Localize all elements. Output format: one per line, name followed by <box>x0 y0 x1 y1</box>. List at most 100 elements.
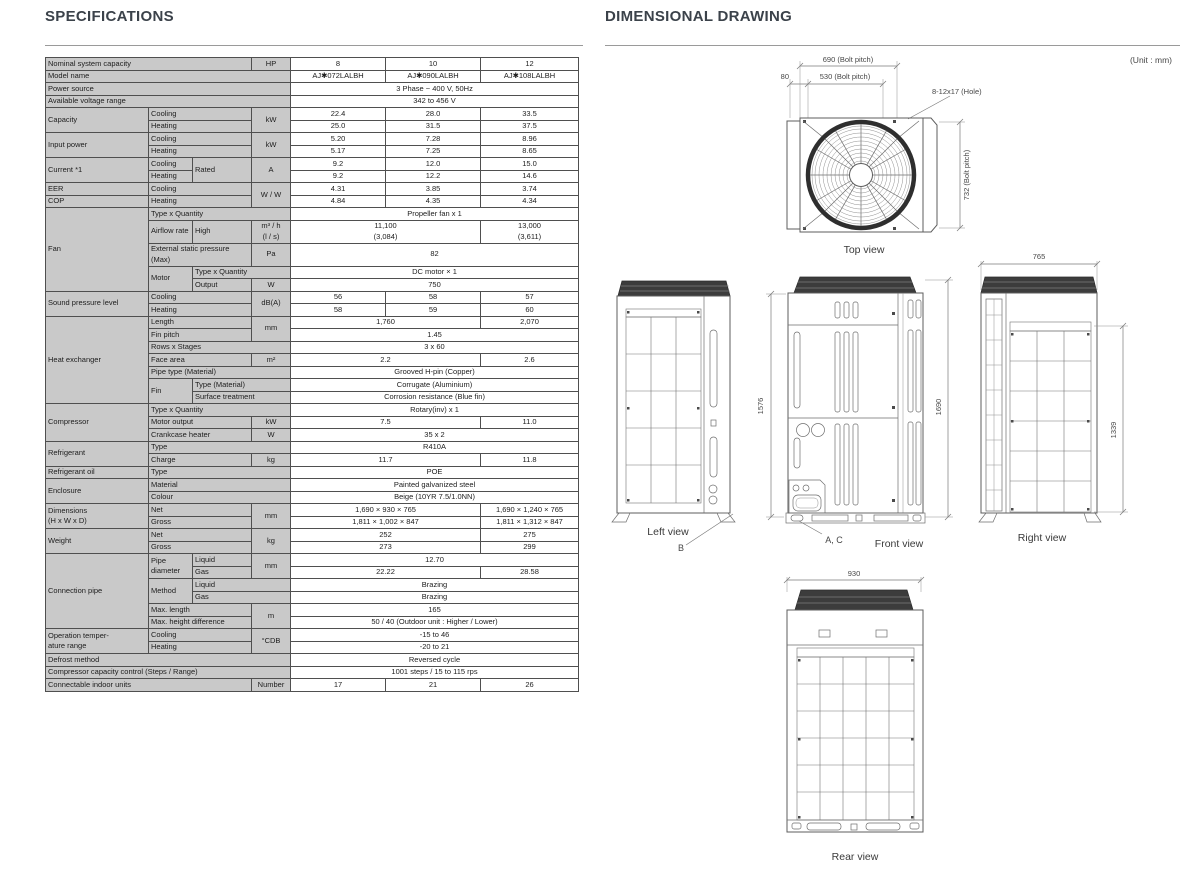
spec-value-cell: 8 <box>290 57 387 71</box>
spec-label-cell: Fin pitch <box>147 328 253 342</box>
dim-732-label: 732 (Bolt pitch) <box>962 149 971 200</box>
spec-value-cell: POE <box>290 465 580 479</box>
dim-80-label: 80 <box>781 72 789 81</box>
spec-label-cell: Heat exchanger <box>45 315 149 404</box>
spec-label-cell: Refrigerant <box>45 440 149 467</box>
spec-unit-cell: m² <box>251 353 292 367</box>
spec-unit-cell: kW <box>251 415 292 429</box>
spec-label-cell: Liquid <box>191 553 253 567</box>
spec-label-cell: Liquid <box>191 578 292 592</box>
table-row: Pipe type (Material)Grooved H-pin (Coppe… <box>46 365 580 379</box>
spec-value-cell: 2,070 <box>480 315 580 329</box>
dim-530-label: 530 (Bolt pitch) <box>820 72 871 81</box>
spec-label-cell: Connection pipe <box>45 553 149 629</box>
right-view-caption: Right view <box>1018 532 1067 544</box>
spec-label-cell: Compressor capacity control (Steps / Ran… <box>44 665 292 679</box>
spec-label-cell: Material <box>147 478 292 492</box>
top-view: 690 (Bolt pitch) 80 530 (Bolt pitch) 8-1… <box>781 55 982 256</box>
spec-unit-cell: mm <box>251 503 292 529</box>
spec-unit-cell: dB(A) <box>251 290 292 317</box>
table-row: Heating-20 to 21 <box>46 640 580 654</box>
dimensional-drawing-title: DIMENSIONAL DRAWING <box>605 8 793 25</box>
spec-label-cell: Heating <box>147 144 253 158</box>
spec-label-cell: Cooling <box>147 182 253 196</box>
dim-1690-label: 1690 <box>934 399 943 416</box>
spec-value-cell: 60 <box>480 303 580 317</box>
spec-value-cell: 26 <box>480 678 580 692</box>
spec-value-cell: 11.0 <box>480 415 580 429</box>
spec-unit-cell: kg <box>251 528 292 554</box>
spec-label-cell: COP <box>45 194 149 208</box>
spec-value-cell: 15.0 <box>480 157 580 171</box>
spec-label-cell: Pipe type (Material) <box>147 365 292 379</box>
spec-value-cell: 2.2 <box>290 353 482 367</box>
spec-label-cell: Gas <box>191 590 292 604</box>
dim-690-label: 690 (Bolt pitch) <box>823 55 874 64</box>
front-view-caption: Front view <box>875 538 924 550</box>
spec-value-cell: 299 <box>480 540 580 554</box>
spec-value-cell: 8.96 <box>480 132 580 146</box>
divider <box>45 45 583 46</box>
spec-value-cell: DC motor × 1 <box>290 265 580 279</box>
spec-label-cell: Net <box>147 528 253 542</box>
spec-label-cell: Motor output <box>147 415 253 429</box>
spec-value-cell: 11,100 (3,084) <box>290 219 482 244</box>
spec-value-cell: 7.28 <box>385 132 482 146</box>
dim-1339-label: 1339 <box>1109 422 1118 439</box>
dim-930-label: 930 <box>848 569 861 578</box>
spec-value-cell: 165 <box>290 603 580 617</box>
spec-label-cell: Fan <box>45 207 149 292</box>
spec-value-cell: AJ✱072LALBH <box>290 69 387 83</box>
spec-label-cell: Heating <box>147 119 253 133</box>
label-b: B <box>678 543 684 553</box>
spec-value-cell: 1,690 × 1,240 × 765 <box>480 503 580 517</box>
spec-label-cell: Method <box>148 578 193 604</box>
spec-label-cell: Airflow rate <box>148 219 193 244</box>
spec-value-cell: 82 <box>290 242 580 267</box>
spec-value-cell: 1,690 × 930 × 765 <box>290 503 482 517</box>
spec-unit-cell: kW <box>251 107 292 133</box>
spec-value-cell: -20 to 21 <box>290 640 580 654</box>
front-view: 1576 A, C Front view <box>756 276 953 550</box>
spec-value-cell: AJ✱090LALBH <box>385 69 482 83</box>
rear-view: 930 Rear view <box>783 569 925 863</box>
spec-label-cell: Connectable indoor units <box>44 678 253 692</box>
rear-view-caption: Rear view <box>832 851 879 863</box>
spec-unit-cell: kg <box>251 453 292 467</box>
spec-label-cell: Gas <box>191 565 253 579</box>
spec-unit-cell: A <box>251 157 292 183</box>
spec-label-cell: Gross <box>147 515 253 529</box>
spec-value-cell: 1001 steps / 15 to 115 rps <box>290 665 580 679</box>
spec-value-cell: 28.58 <box>480 565 580 579</box>
spec-value-cell: 4.31 <box>290 182 387 196</box>
spec-label-cell: External static pressure (Max) <box>147 242 253 267</box>
spec-value-cell: Brazing <box>290 578 580 592</box>
spec-label-cell: Enclosure <box>45 478 149 504</box>
spec-value-cell: 3.74 <box>480 182 580 196</box>
spec-value-cell: 10 <box>385 57 482 71</box>
spec-unit-cell: m <box>251 603 292 629</box>
spec-unit-cell: W / W <box>251 182 292 208</box>
left-view: Left view B <box>611 280 736 553</box>
spec-label-cell: Max. height difference <box>147 615 253 629</box>
spec-label-cell: Power source <box>44 82 292 96</box>
spec-unit-cell: W <box>251 278 292 292</box>
spec-value-cell: 3 Phase ~ 400 V, 50Hz <box>290 82 580 96</box>
spec-label-cell: Available voltage range <box>44 94 292 108</box>
